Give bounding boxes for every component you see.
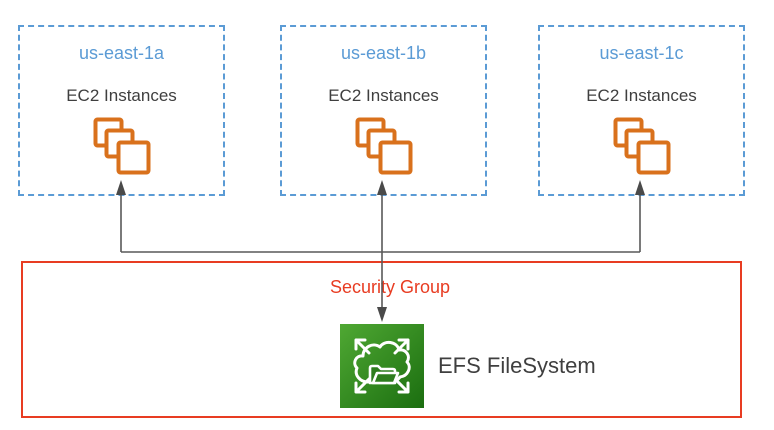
ec2-instances-icon	[93, 117, 150, 175]
az-box-us-east-1b: us-east-1b EC2 Instances	[280, 25, 487, 196]
ec2-instances-label: EC2 Instances	[66, 86, 177, 105]
az-region-label: us-east-1a	[78, 43, 165, 63]
ec2-instances-icon	[355, 117, 412, 175]
efs-filesystem-label: EFS FileSystem	[438, 353, 596, 378]
az-region-label: us-east-1c	[599, 43, 684, 63]
ec2-instances-label: EC2 Instances	[328, 86, 439, 105]
az-region-label: us-east-1b	[340, 43, 427, 63]
security-group-label: Security Group	[329, 277, 451, 297]
efs-filesystem-icon	[340, 324, 424, 408]
ec2-instances-icon	[613, 117, 670, 175]
az-box-us-east-1c: us-east-1c EC2 Instances	[538, 25, 745, 196]
ec2-instances-label: EC2 Instances	[586, 86, 697, 105]
az-box-us-east-1a: us-east-1a EC2 Instances	[18, 25, 225, 196]
